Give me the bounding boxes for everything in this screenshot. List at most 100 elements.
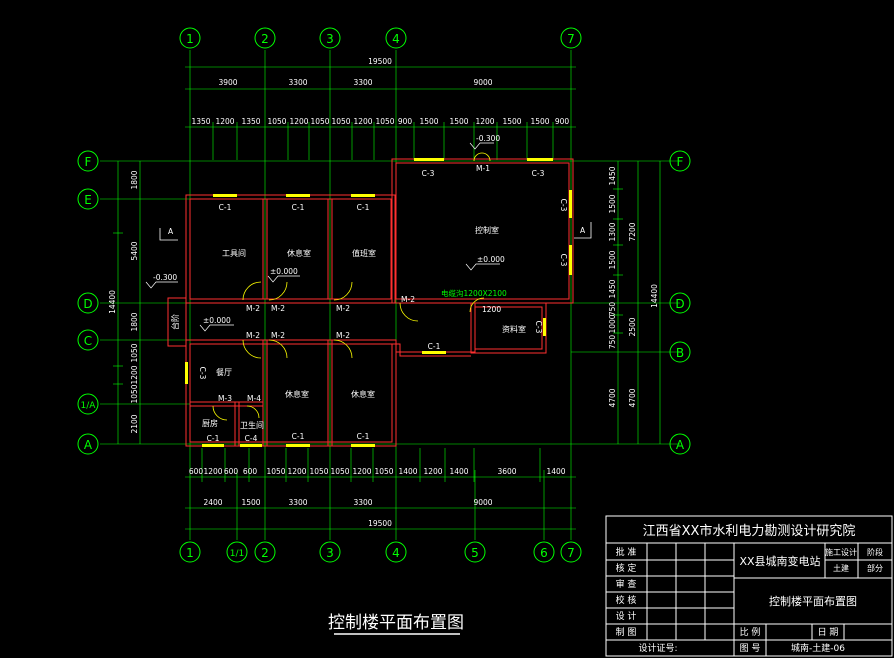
axis-label: 7 bbox=[567, 546, 575, 560]
room-label: 休息室 bbox=[351, 389, 375, 399]
door bbox=[242, 339, 262, 359]
door bbox=[246, 405, 260, 419]
dim-text: 1000 bbox=[608, 314, 617, 333]
dim-text: 1200 bbox=[353, 117, 372, 126]
dim-text: 19500 bbox=[368, 57, 392, 66]
tag: M-2 bbox=[246, 304, 260, 313]
window bbox=[569, 190, 572, 218]
axis-label: 6 bbox=[540, 546, 548, 560]
door bbox=[333, 281, 353, 301]
role-review: 审 查 bbox=[616, 578, 637, 590]
dim-text: 600 bbox=[189, 467, 204, 476]
dim-text: 1200 bbox=[289, 117, 308, 126]
stage-label: 施工设计 bbox=[825, 547, 857, 557]
dim-text: 19500 bbox=[368, 519, 392, 528]
axis-bubble bbox=[669, 292, 691, 314]
tag: C-3 bbox=[198, 367, 207, 380]
dim-text: 3600 bbox=[497, 467, 516, 476]
door bbox=[242, 281, 262, 301]
axis-bubble bbox=[560, 27, 582, 49]
dim-text: 1200 bbox=[287, 467, 306, 476]
axis-label: E bbox=[84, 193, 92, 207]
axis-label: 3 bbox=[326, 32, 334, 46]
role-check: 校 核 bbox=[616, 594, 637, 606]
dim-text: 1200 bbox=[203, 467, 222, 476]
tag: M-2 bbox=[401, 295, 415, 304]
axis-label: B bbox=[676, 346, 684, 360]
axis-label: 2 bbox=[261, 546, 269, 560]
axis-label: 1/1 bbox=[230, 549, 244, 559]
axis-label: 1/A bbox=[81, 401, 97, 411]
dim-text: 9000 bbox=[473, 78, 492, 87]
tag: C-1 bbox=[292, 432, 305, 441]
tag: C-1 bbox=[357, 203, 370, 212]
dim-text: 1500 bbox=[608, 250, 617, 269]
window bbox=[543, 318, 546, 336]
dim-text: 1200 bbox=[482, 305, 501, 314]
dim-text: 1500 bbox=[608, 194, 617, 213]
level-text: -0.300 bbox=[153, 273, 177, 282]
dim-text: 9000 bbox=[473, 498, 492, 507]
dim-text: 1050 bbox=[310, 117, 329, 126]
room-label: 资料室 bbox=[502, 324, 526, 334]
tag: M-2 bbox=[336, 304, 350, 313]
axis-bubble bbox=[179, 541, 201, 563]
room-label: 值班室 bbox=[352, 248, 376, 258]
axis-label: 4 bbox=[392, 546, 400, 560]
dim-text: 1400 bbox=[449, 467, 468, 476]
dim-text: 1200 bbox=[130, 365, 139, 384]
axis-bubble bbox=[77, 393, 99, 415]
doors bbox=[212, 152, 491, 421]
dim-text: 1200 bbox=[423, 467, 442, 476]
room-label: 餐厅 bbox=[216, 368, 232, 377]
dim-text: 1050 bbox=[330, 467, 349, 476]
dim-text: 750 bbox=[608, 335, 617, 350]
dimension-lines bbox=[117, 66, 661, 530]
axis-bubble bbox=[77, 292, 99, 314]
walls bbox=[167, 158, 574, 447]
tag: M-2 bbox=[271, 331, 285, 340]
level-text: ±0.000 bbox=[477, 255, 505, 264]
dim-text: 2400 bbox=[203, 498, 222, 507]
window bbox=[351, 444, 375, 447]
window bbox=[185, 362, 188, 384]
window bbox=[569, 245, 572, 275]
section-marks: A A bbox=[159, 222, 592, 241]
window bbox=[202, 444, 224, 447]
door bbox=[268, 281, 288, 301]
dim-text: 14400 bbox=[650, 284, 659, 308]
tag: M-2 bbox=[271, 304, 285, 313]
tag: C-3 bbox=[422, 169, 435, 178]
axis-bubble bbox=[254, 541, 276, 563]
tag: M-3 bbox=[218, 394, 232, 403]
axis-bubble bbox=[533, 541, 555, 563]
dim-text: 3300 bbox=[353, 498, 372, 507]
dim-text: 1200 bbox=[352, 467, 371, 476]
dim-text: 1050 bbox=[267, 117, 286, 126]
dim-text: 900 bbox=[555, 117, 570, 126]
door bbox=[333, 339, 353, 359]
dim-text: 3300 bbox=[288, 498, 307, 507]
axis-bubble bbox=[179, 27, 201, 49]
windows bbox=[185, 158, 572, 447]
room-label: 台阶 bbox=[170, 314, 180, 330]
dim-text: 1200 bbox=[215, 117, 234, 126]
scale-label: 比 例 bbox=[740, 626, 761, 638]
tag: C-3 bbox=[532, 169, 545, 178]
dim-text: 1300 bbox=[608, 222, 617, 241]
dim-text: 2500 bbox=[628, 317, 637, 336]
axis-label: 1 bbox=[186, 546, 194, 560]
dim-text: 1050 bbox=[130, 343, 139, 362]
role-approve: 批 准 bbox=[616, 546, 637, 558]
axis-bubble bbox=[77, 188, 99, 210]
tag: M-2 bbox=[246, 331, 260, 340]
tag: M-4 bbox=[247, 394, 261, 403]
dim-text: 1050 bbox=[375, 117, 394, 126]
tag: C-1 bbox=[219, 203, 232, 212]
dim-text: 600 bbox=[243, 467, 258, 476]
dim-text: 3900 bbox=[218, 78, 237, 87]
door bbox=[399, 302, 419, 322]
axis-label: 3 bbox=[326, 546, 334, 560]
tag: C-1 bbox=[207, 434, 220, 443]
